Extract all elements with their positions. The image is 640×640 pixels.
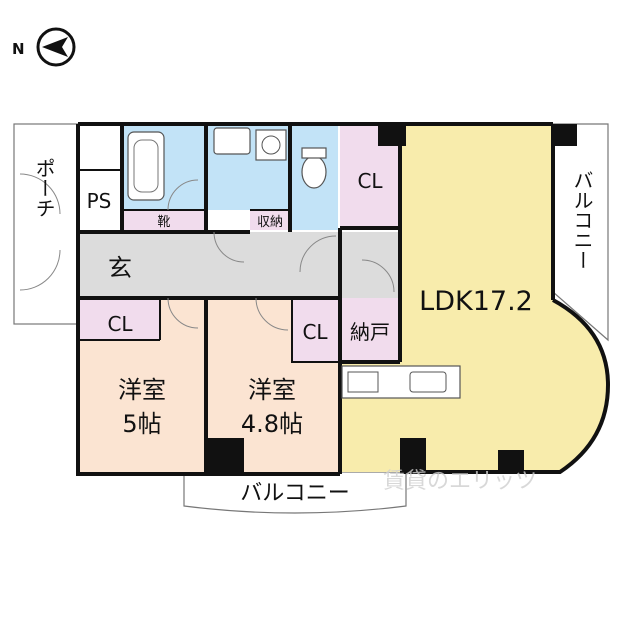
pipe-space <box>78 170 120 230</box>
door-swings <box>19 173 395 331</box>
washing-machine-icon <box>255 129 287 161</box>
porch-area <box>13 123 79 325</box>
western-room-a-size: 5帖 <box>122 410 161 438</box>
entrance-label: 玄 <box>108 254 132 282</box>
ldk-label: LDK17.2 <box>419 286 533 317</box>
washbasin-icon <box>213 127 251 155</box>
western-room-b-name: 洋室 <box>248 376 296 404</box>
shoe-box-label: 靴 <box>157 215 170 230</box>
pipe-space-label: PS <box>87 189 112 213</box>
south-balcony-label: バルコニー <box>240 481 350 506</box>
watermark: 賃貸のエリッツ <box>383 469 537 494</box>
storage-box <box>250 210 290 230</box>
storeroom-label: 納戸 <box>350 320 390 344</box>
porch-label: ポーチ <box>32 158 56 218</box>
shoe-box <box>122 210 206 230</box>
closet-ldk-side-label: CL <box>357 169 383 193</box>
stove-icon <box>347 371 379 393</box>
hall-area <box>78 232 400 298</box>
washing-machine-drum-icon <box>261 135 281 155</box>
storage-label: 収納 <box>257 215 283 230</box>
compass-needle-icon <box>42 37 68 57</box>
toilet-tank-icon <box>301 147 327 159</box>
closet-room-a <box>80 300 160 340</box>
thin-walls <box>78 169 340 363</box>
columns <box>206 124 577 474</box>
sink-icon <box>409 371 447 393</box>
bathtub-icon <box>127 131 165 201</box>
walls <box>76 122 611 476</box>
closet-room-a-label: CL <box>107 312 133 336</box>
kitchen-counter-icon <box>341 365 461 399</box>
western-room-b-size: 4.8帖 <box>241 410 303 438</box>
north-label: N <box>12 40 25 58</box>
bathtub-inner-icon <box>133 139 159 193</box>
toilet-icon <box>301 155 327 189</box>
east-balcony-label: バルコニー <box>570 170 594 270</box>
closet-room-b-label: CL <box>302 320 328 344</box>
western-room-a-name: 洋室 <box>118 376 166 404</box>
storeroom <box>340 298 400 362</box>
closet-room-b <box>292 298 338 362</box>
south-balcony <box>183 471 407 514</box>
